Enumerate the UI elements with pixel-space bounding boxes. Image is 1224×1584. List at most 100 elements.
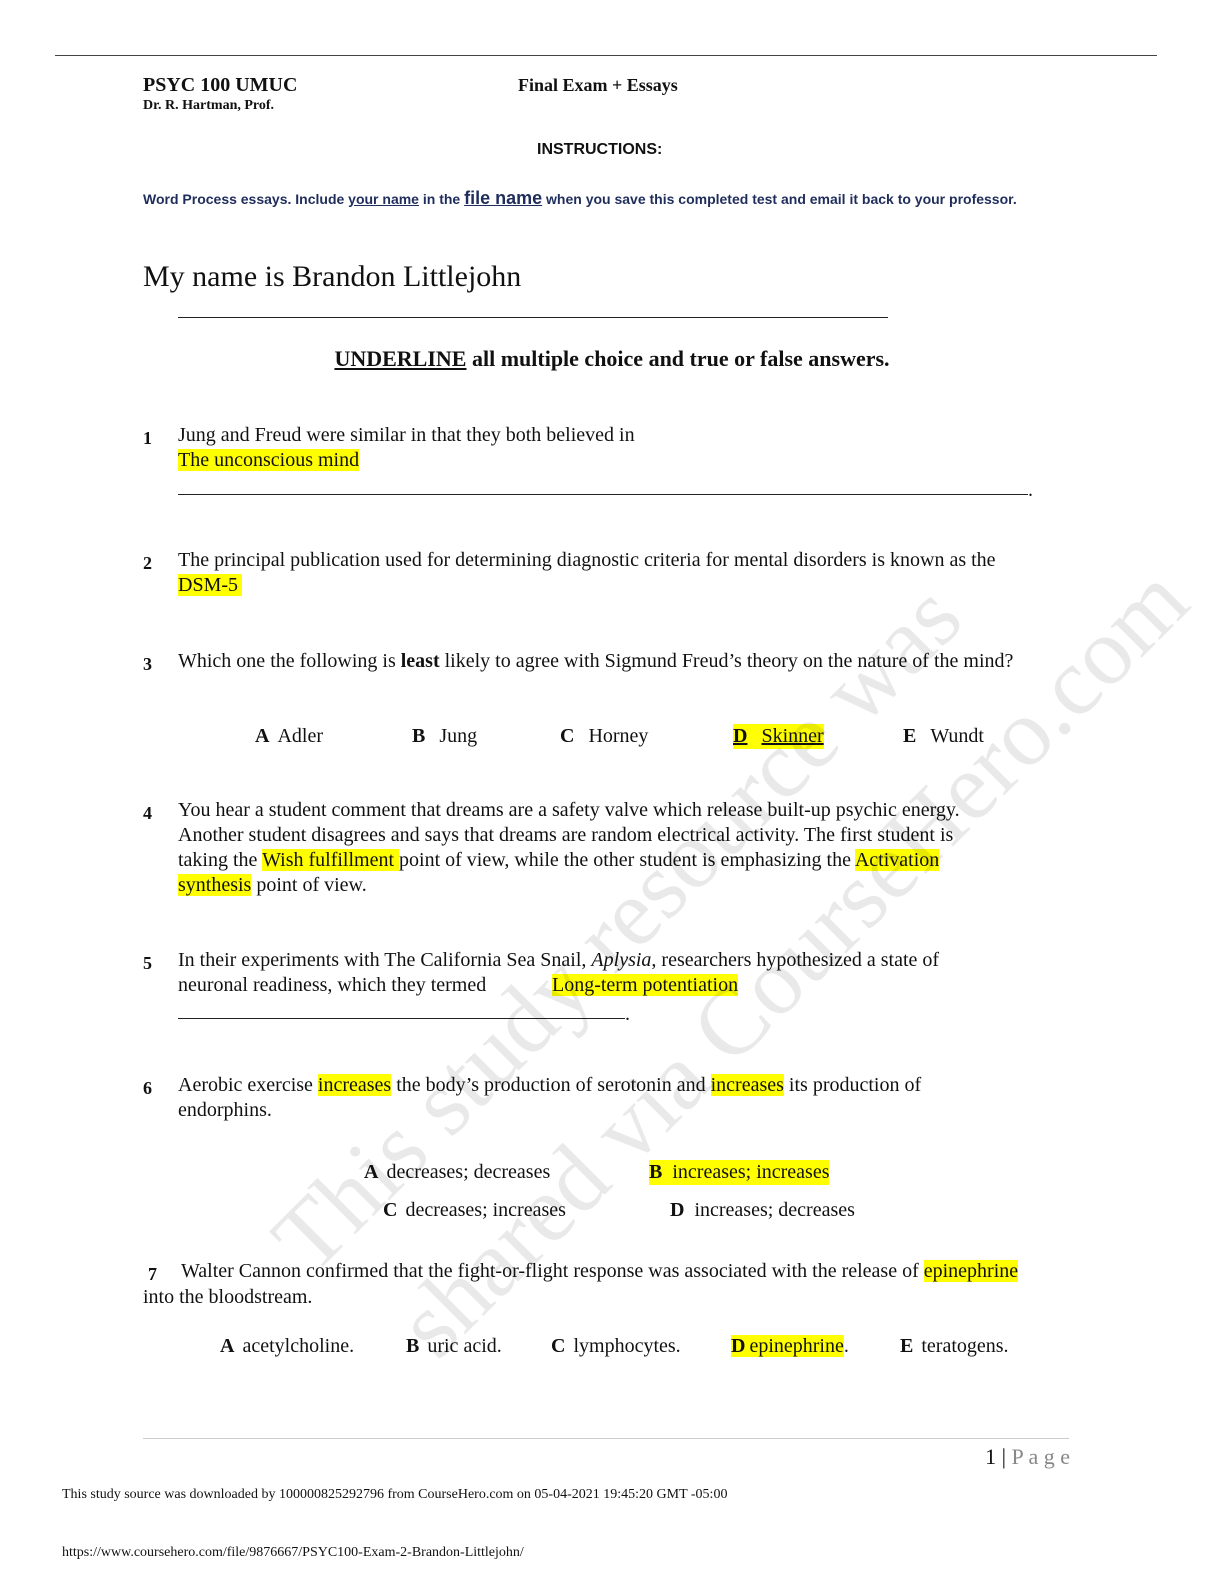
question-line-1: You hear a student comment that dreams a…: [178, 799, 960, 821]
question-text: The principal publication used for deter…: [178, 549, 996, 571]
question-line-4: synthesis point of view.: [178, 873, 1078, 898]
question-number: 5: [143, 953, 152, 973]
instructions-text: Word Process essays. Include your name i…: [143, 188, 1063, 210]
option-letter: D: [670, 1199, 685, 1221]
question-text: Jung and Freud were similar in that they…: [178, 424, 635, 446]
option-label: increases; increases: [672, 1161, 830, 1183]
option-letter: A: [255, 725, 270, 747]
your-name-term: your name: [348, 191, 419, 207]
question-text-part: Walter Cannon confirmed that the fight-o…: [181, 1260, 924, 1282]
file-name-term: file name: [464, 188, 543, 208]
course-title: PSYC 100 UMUC: [143, 74, 298, 96]
question-text: Which one the following is least likely …: [178, 649, 1048, 674]
page-label: P a g e: [1011, 1444, 1070, 1469]
option-label: decreases; increases: [405, 1199, 566, 1221]
question-text-part: likely to agree with Sigmund Freud’s the…: [439, 650, 1014, 672]
download-notice: This study source was downloaded by 1000…: [62, 1487, 728, 1502]
option-c[interactable]: C Horney: [560, 724, 648, 749]
question-number: 1: [143, 428, 152, 448]
answer-field: Long-term potentiation: [552, 973, 739, 998]
option-label: teratogens.: [921, 1335, 1009, 1357]
underline-directive: UNDERLINE all multiple choice and true o…: [0, 346, 1224, 372]
question-text-part: point of view, while the other student i…: [399, 849, 855, 871]
option-letter: C: [551, 1335, 566, 1357]
question-text-part: its production of: [783, 1074, 922, 1096]
page-footer-rule: [143, 1438, 1069, 1439]
answer-wish-fulfillment: Wish fulfillment: [262, 849, 400, 871]
question-number: 6: [143, 1078, 152, 1098]
instructions-part3: when you save this completed test and em…: [542, 191, 1017, 207]
option-label: Wundt: [930, 725, 984, 747]
option-label: Horney: [588, 725, 649, 747]
option-letter: B: [406, 1335, 420, 1357]
directive-rest: all multiple choice and true or false an…: [466, 346, 890, 371]
option-label: Adler: [277, 725, 323, 747]
option-letter: B: [412, 725, 426, 747]
question-number: 4: [143, 803, 152, 823]
instructions-part1: Word Process essays. Include: [143, 191, 349, 207]
question-line-2: endorphins.: [178, 1099, 272, 1121]
line-period: .: [625, 1003, 630, 1025]
option-b[interactable]: B Jung: [412, 724, 477, 749]
source-url[interactable]: https://www.coursehero.com/file/9876667/…: [62, 1545, 524, 1560]
answer-highlight: The unconscious mind: [178, 449, 360, 471]
question-text-part: Aerobic exercise: [178, 1074, 318, 1096]
name-underline: [178, 317, 888, 318]
question-line-2: into the bloodstream.: [143, 1286, 313, 1308]
question-line-2: Another student disagrees and says that …: [178, 824, 954, 846]
underline-word: UNDERLINE: [334, 346, 467, 371]
answer-increases-1: increases: [317, 1074, 392, 1096]
option-a[interactable]: A Adler: [255, 724, 323, 749]
answer-field: DSM-5: [178, 573, 1078, 598]
question-line-2: neuronal readiness, which they termed: [178, 974, 487, 996]
question-text-part: , researchers hypothesized a state of: [651, 949, 940, 971]
answer-activation: Activation: [854, 849, 940, 871]
option-label: epinephrine: [749, 1335, 844, 1357]
instructions-heading: INSTRUCTIONS:: [537, 141, 663, 158]
answer-increases-2: increases: [710, 1074, 784, 1096]
emphasis-least: least: [400, 650, 440, 672]
question-line-1: Aerobic exercise increases the body’s pr…: [178, 1073, 1058, 1098]
option-letter: A: [220, 1335, 235, 1357]
page-number: 1 | P a g e: [960, 1444, 1070, 1470]
exam-title: Final Exam + Essays: [518, 75, 678, 95]
option-label: lymphocytes.: [573, 1335, 681, 1357]
top-rule: [55, 55, 1157, 56]
species-name: Aplysia: [591, 949, 652, 971]
option-label: increases; decreases: [694, 1199, 855, 1221]
answer-highlight: DSM-5: [178, 574, 243, 596]
question-text-part: taking the: [178, 849, 263, 871]
question-text-part: In their experiments with The California…: [178, 949, 592, 971]
answer-highlight: epinephrine: [923, 1260, 1019, 1282]
option-letter: C: [383, 1199, 398, 1221]
option-letter: E: [903, 725, 917, 747]
option-label: decreases; decreases: [386, 1161, 551, 1183]
answer-field: The unconscious mind: [178, 448, 1078, 473]
line-period: .: [1028, 479, 1033, 501]
option-letter: A: [364, 1161, 379, 1183]
option-label: Jung: [439, 725, 478, 747]
option-letter: C: [560, 725, 575, 747]
student-name: My name is Brandon Littlejohn: [143, 260, 522, 293]
question-text-part: the body’s production of serotonin and: [391, 1074, 711, 1096]
page-separator: |: [996, 1444, 1012, 1469]
question-number: 3: [143, 654, 152, 674]
question-text-part: point of view.: [251, 874, 367, 896]
answer-line: [178, 494, 1028, 495]
answer-highlight: Long-term potentiation: [552, 974, 739, 996]
option-letter: E: [900, 1335, 914, 1357]
question-line-3: taking the Wish fulfillment point of vie…: [178, 848, 1058, 873]
instructions-part2: in the: [418, 191, 465, 207]
option-e[interactable]: E Wundt: [903, 724, 984, 749]
